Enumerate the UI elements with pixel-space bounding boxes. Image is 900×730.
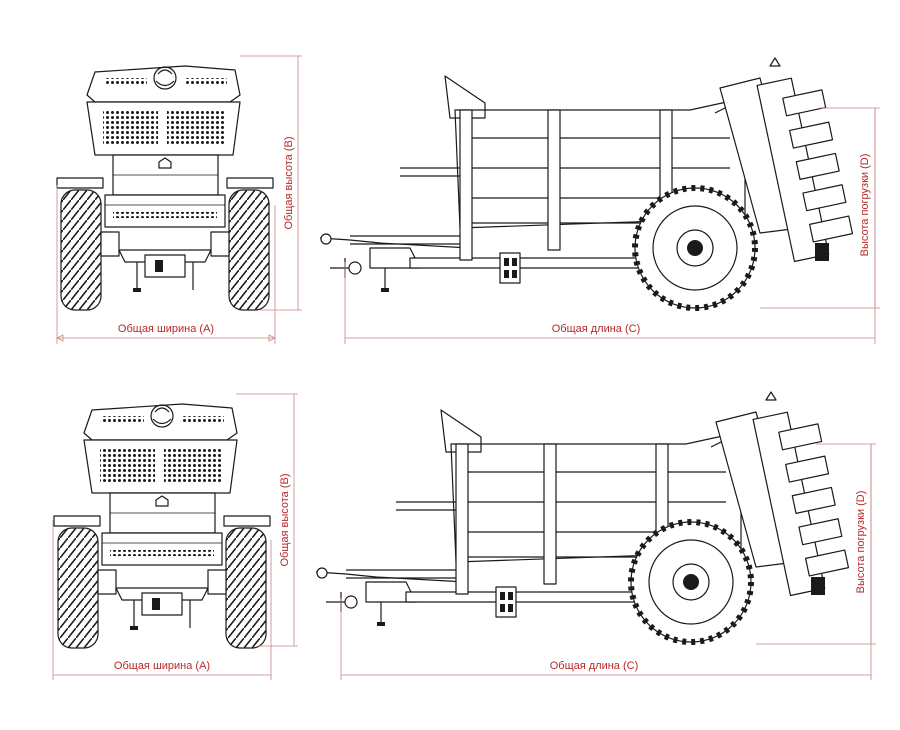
length-dimension: Общая длина (C) [340, 444, 872, 680]
width-label: Общая ширина (A) [118, 323, 214, 335]
height-label: Общая высота (B) [283, 136, 295, 229]
height-dimension: Общая высота (B) [240, 55, 302, 311]
side-view-drawing [316, 392, 848, 642]
width-label: Общая ширина (A) [114, 660, 210, 672]
view-1: Общая ширина (A) Общая высота (B) Общая … [56, 55, 880, 344]
loading-height-dimension: Высота погрузки (D) [760, 107, 880, 309]
front-view-drawing [53, 403, 271, 649]
width-dimension: Общая ширина (A) [52, 520, 272, 680]
height-dimension: Общая высота (B) [236, 393, 298, 647]
front-view-drawing [56, 65, 274, 311]
loading-height-dimension: Высота погрузки (D) [756, 443, 876, 645]
view-2: Общая ширина (A) Общая высота (B) Общая … [52, 392, 876, 680]
side-view-drawing [320, 58, 852, 308]
height-label: Общая высота (B) [279, 473, 291, 566]
loading-height-label: Высота погрузки (D) [859, 154, 871, 257]
width-dimension: Общая ширина (A) [56, 185, 276, 344]
loading-height-label: Высота погрузки (D) [855, 491, 867, 594]
length-label: Общая длина (C) [552, 323, 641, 335]
length-label: Общая длина (C) [550, 660, 639, 672]
